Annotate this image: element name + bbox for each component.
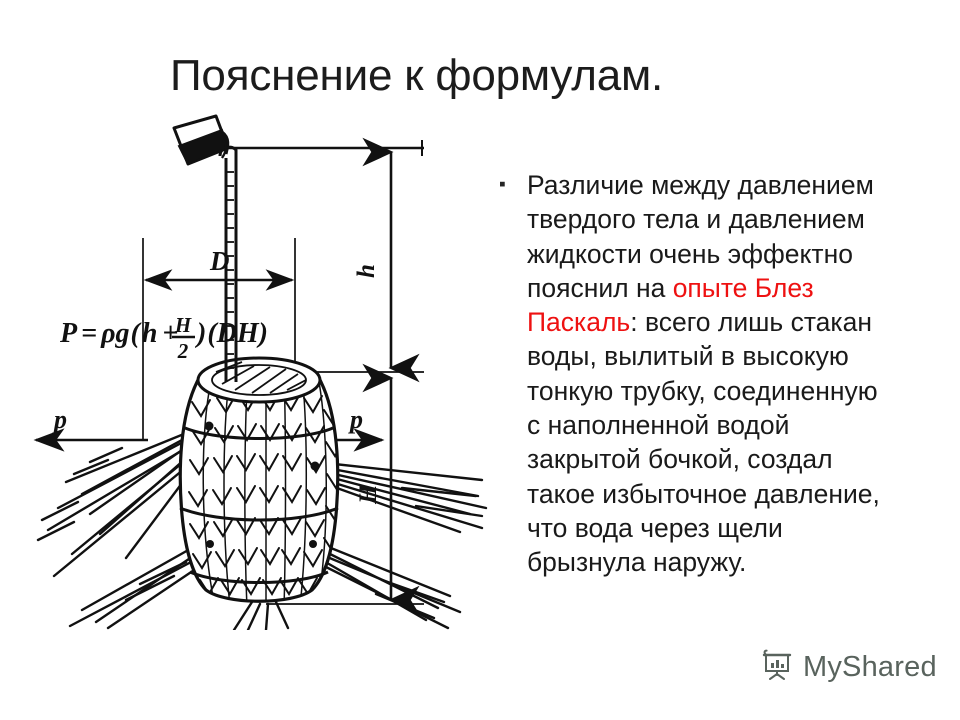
formula-rho: ρ bbox=[100, 318, 115, 349]
svg-text:)(DH): )(DH) bbox=[194, 318, 268, 349]
myshared-watermark: MyShared bbox=[760, 648, 937, 687]
watermark-label: MyShared bbox=[803, 651, 937, 683]
pouring-glass bbox=[172, 114, 230, 166]
formula-fraction-denominator: 2 bbox=[177, 339, 189, 363]
barrel bbox=[178, 356, 340, 603]
page-title: Пояснение к формулам. bbox=[170, 51, 664, 100]
formula-plus: + bbox=[162, 318, 178, 349]
bullet-paragraph: Различие между давлением твердого тела и… bbox=[527, 168, 897, 580]
pressure-arrow-left: p bbox=[33, 405, 148, 452]
formula-fraction-numerator: H bbox=[174, 313, 192, 337]
formula-close-paren: ) bbox=[194, 318, 206, 349]
dimension-D: D bbox=[143, 246, 295, 291]
formula-g: g bbox=[115, 318, 130, 349]
paragraph-part-2: : всего лишь стакан воды, вылитый в высо… bbox=[527, 307, 880, 578]
pascal-barrel-figure: h H D p p bbox=[30, 110, 490, 630]
water-stream bbox=[220, 139, 228, 159]
formula-h: h bbox=[142, 318, 158, 349]
water-jets bbox=[36, 423, 488, 630]
formula-lhs: P bbox=[59, 318, 78, 349]
dimension-label-h: h bbox=[353, 264, 380, 278]
formula-open-paren: ( bbox=[131, 318, 142, 349]
body-text-block: ▪ Различие между давлением твердого тела… bbox=[497, 168, 897, 580]
paragraph-part-1: Различие между давлением твердого тела и… bbox=[527, 170, 874, 303]
dimension-h: h bbox=[353, 137, 420, 383]
formula-factor: (DH) bbox=[207, 318, 268, 349]
pressure-label-left: p bbox=[52, 405, 67, 434]
bullet-marker-icon: ▪ bbox=[499, 174, 506, 195]
pascal-barrel-illustration: h H D p p bbox=[33, 114, 488, 630]
pressure-label-right: p bbox=[348, 405, 363, 434]
pressure-formula: P=ρg(h+ H 2 )(DH) bbox=[59, 313, 268, 363]
svg-text:P=ρg(h+: P=ρg(h+ bbox=[59, 318, 178, 349]
highlight-pascal-experiment: опыте Блез Паскаль bbox=[527, 272, 814, 338]
bullet-list-item: ▪ Различие между давлением твердого тела… bbox=[497, 168, 897, 580]
dimension-label-D: D bbox=[209, 246, 230, 276]
formula-equals: = bbox=[81, 318, 97, 349]
presentation-board-icon bbox=[760, 648, 794, 687]
